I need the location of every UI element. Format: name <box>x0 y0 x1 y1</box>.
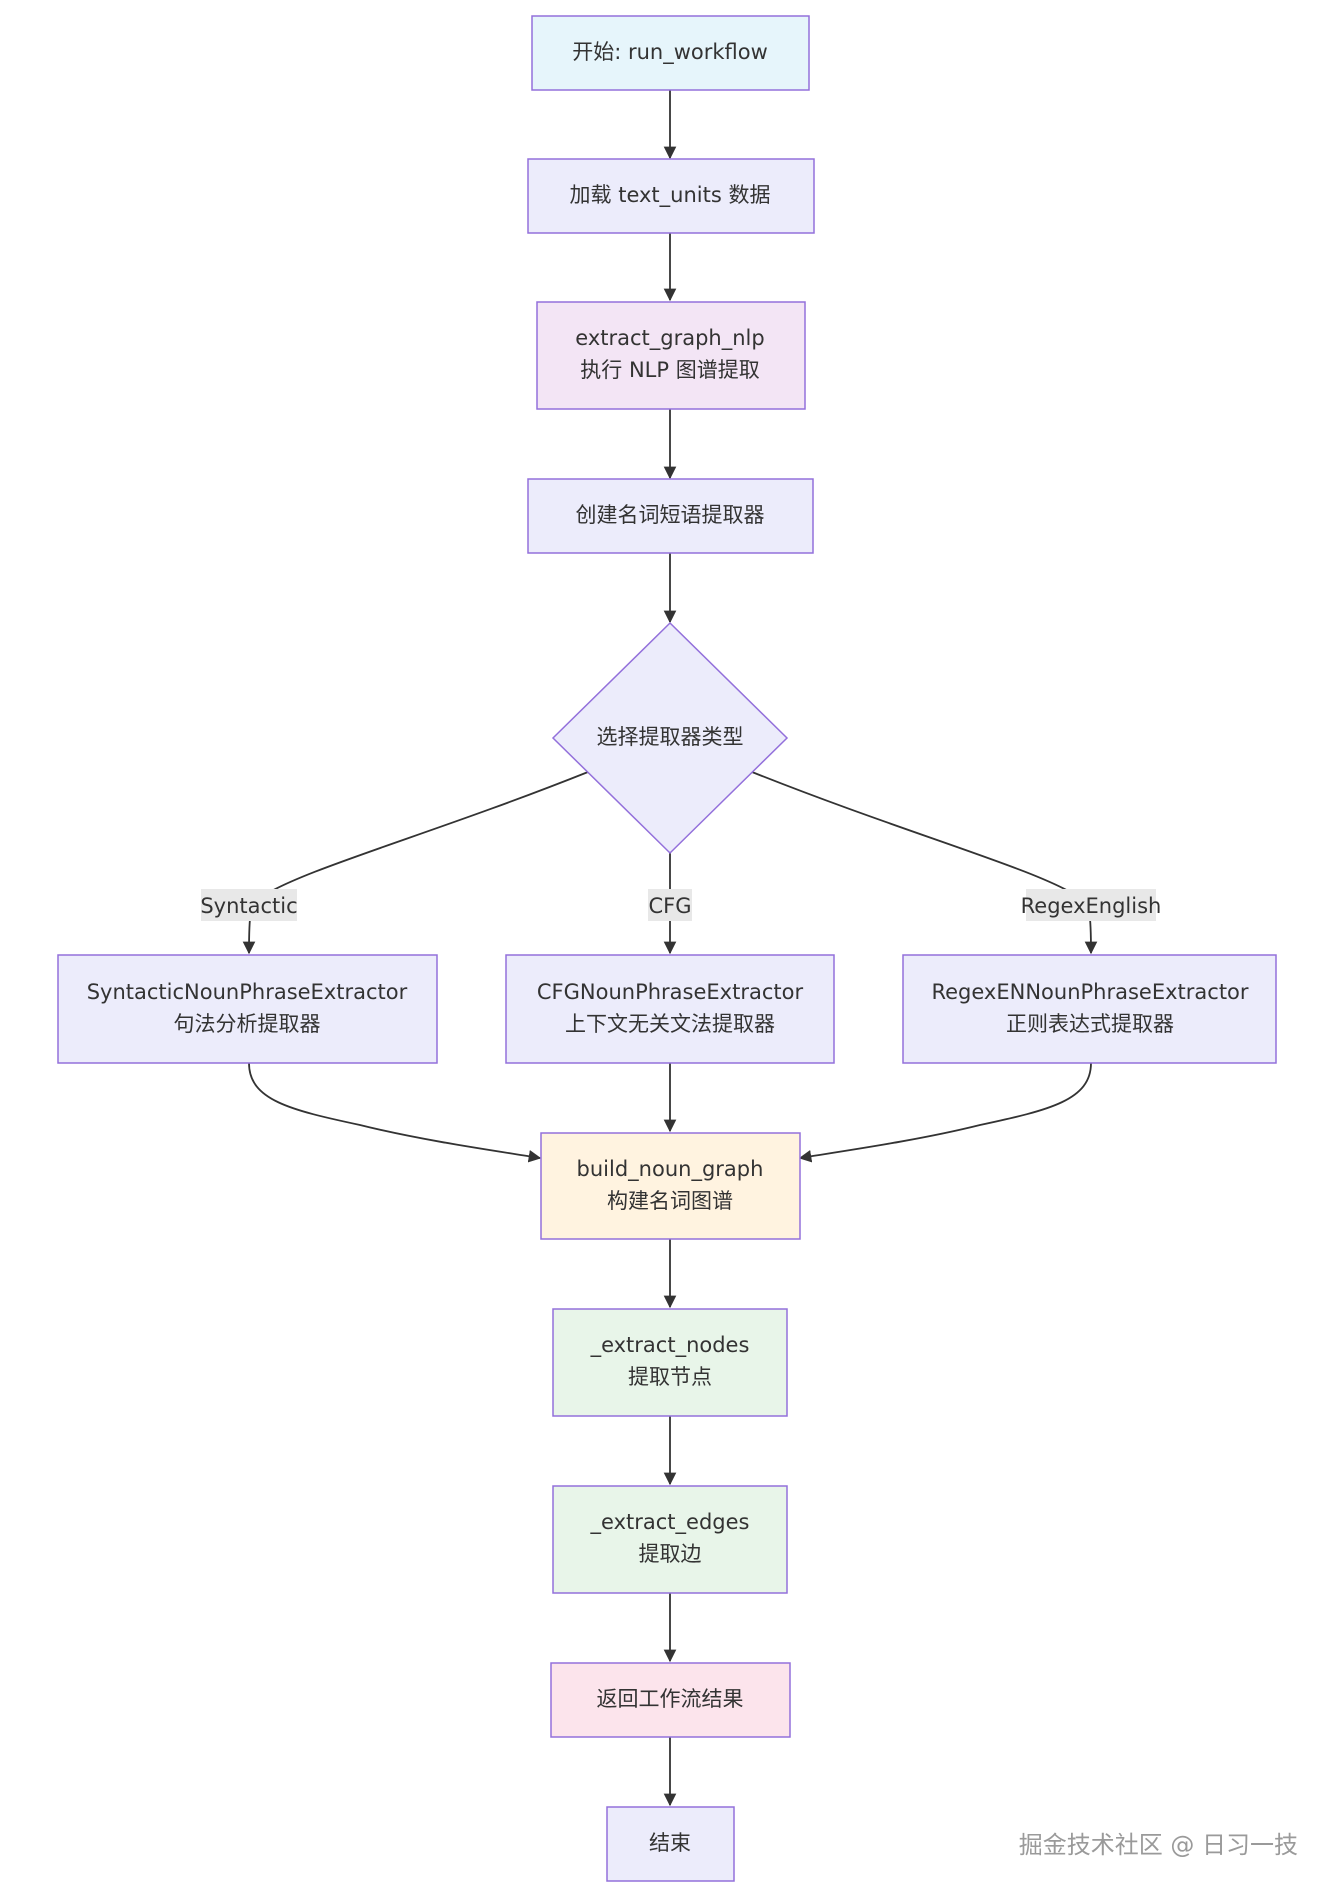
svg-text:创建名词短语提取器: 创建名词短语提取器 <box>576 503 765 527</box>
extract-nodes-label-line-1: _extract_nodes <box>590 1333 750 1358</box>
syntactic-label-line-1: SyntacticNounPhraseExtractor <box>87 980 408 1004</box>
edge-labels: Syntactic CFG RegexEnglish <box>200 889 1161 921</box>
regex-label-line-2: 正则表达式提取器 <box>1006 1012 1174 1036</box>
start-label-line-1: 开始: run_workflow <box>572 40 768 65</box>
node-extract-graph-nlp[interactable]: extract_graph_nlp 执行 NLP 图谱提取 <box>536 301 806 410</box>
svg-text:开始: run_workflow: 开始: run_workflow <box>572 40 768 65</box>
extract-edges-label-line-1: _extract_edges <box>590 1510 750 1535</box>
cfg-label-line-2: 上下文无关文法提取器 <box>565 1012 775 1036</box>
edge-choose-syntactic <box>242 771 589 955</box>
create-extractor-label-line-1: 创建名词短语提取器 <box>576 503 765 527</box>
build-graph-label-line-2: 构建名词图谱 <box>607 1189 733 1213</box>
edge-label-syntactic: Syntactic <box>200 894 297 918</box>
regex-label-line-1: RegexENNounPhraseExtractor <box>931 980 1248 1004</box>
end-label-line-1: 结束 <box>649 1831 691 1855</box>
load-label-line-1: 加载 text_units 数据 <box>570 183 771 208</box>
svg-text:加载 text_units 数据: 加载 text_units 数据 <box>570 183 771 208</box>
nodes: 开始: run_workflow 加载 text_units 数据 extrac… <box>57 15 1277 1882</box>
watermark: 掘金技术社区 @ 日习一技 <box>1019 1831 1298 1859</box>
return-result-label-line-1: 返回工作流结果 <box>597 1687 744 1711</box>
choose-type-label-line-1: 选择提取器类型 <box>597 725 744 749</box>
node-load-text-units[interactable]: 加载 text_units 数据 <box>527 158 815 234</box>
node-extract-nodes[interactable]: _extract_nodes 提取节点 <box>552 1308 788 1417</box>
build-graph-label-line-1: build_noun_graph <box>577 1157 764 1182</box>
node-create-extractor[interactable]: 创建名词短语提取器 <box>527 478 814 554</box>
edge-choose-regex <box>751 771 1098 955</box>
cfg-label-line-1: CFGNounPhraseExtractor <box>537 980 804 1004</box>
edge-label-regex-bg <box>1026 889 1156 921</box>
edge-label-regex: RegexEnglish <box>1021 894 1162 918</box>
svg-text:返回工作流结果: 返回工作流结果 <box>597 1687 744 1711</box>
node-build-noun-graph[interactable]: build_noun_graph 构建名词图谱 <box>540 1132 801 1240</box>
edges <box>242 90 1098 1807</box>
node-return-result[interactable]: 返回工作流结果 <box>550 1662 791 1738</box>
edge-syntactic-build <box>248 1062 542 1163</box>
svg-text:结束: 结束 <box>649 1831 691 1855</box>
edge-label-syntactic-bg <box>201 889 297 921</box>
extract-nlp-label-line-2: 执行 NLP 图谱提取 <box>580 358 759 382</box>
svg-text:选择提取器类型: 选择提取器类型 <box>597 725 744 749</box>
node-choose-extractor-type[interactable]: 选择提取器类型 <box>551 621 789 855</box>
edge-label-cfg: CFG <box>648 894 691 918</box>
node-syntactic-extractor[interactable]: SyntacticNounPhraseExtractor 句法分析提取器 <box>57 954 438 1064</box>
node-regex-extractor[interactable]: RegexENNounPhraseExtractor 正则表达式提取器 <box>902 954 1277 1064</box>
extract-nodes-label-line-2: 提取节点 <box>628 1365 712 1389</box>
node-end[interactable]: 结束 <box>606 1806 735 1882</box>
edge-regex-build <box>798 1062 1092 1163</box>
edge-label-cfg-bg <box>648 889 692 921</box>
syntactic-label-line-2: 句法分析提取器 <box>174 1012 321 1036</box>
node-start[interactable]: 开始: run_workflow <box>531 15 810 91</box>
extract-edges-label-line-2: 提取边 <box>639 1542 702 1566</box>
node-cfg-extractor[interactable]: CFGNounPhraseExtractor 上下文无关文法提取器 <box>505 954 835 1064</box>
extract-nlp-label-line-1: extract_graph_nlp <box>575 326 764 351</box>
node-extract-edges[interactable]: _extract_edges 提取边 <box>552 1485 788 1594</box>
